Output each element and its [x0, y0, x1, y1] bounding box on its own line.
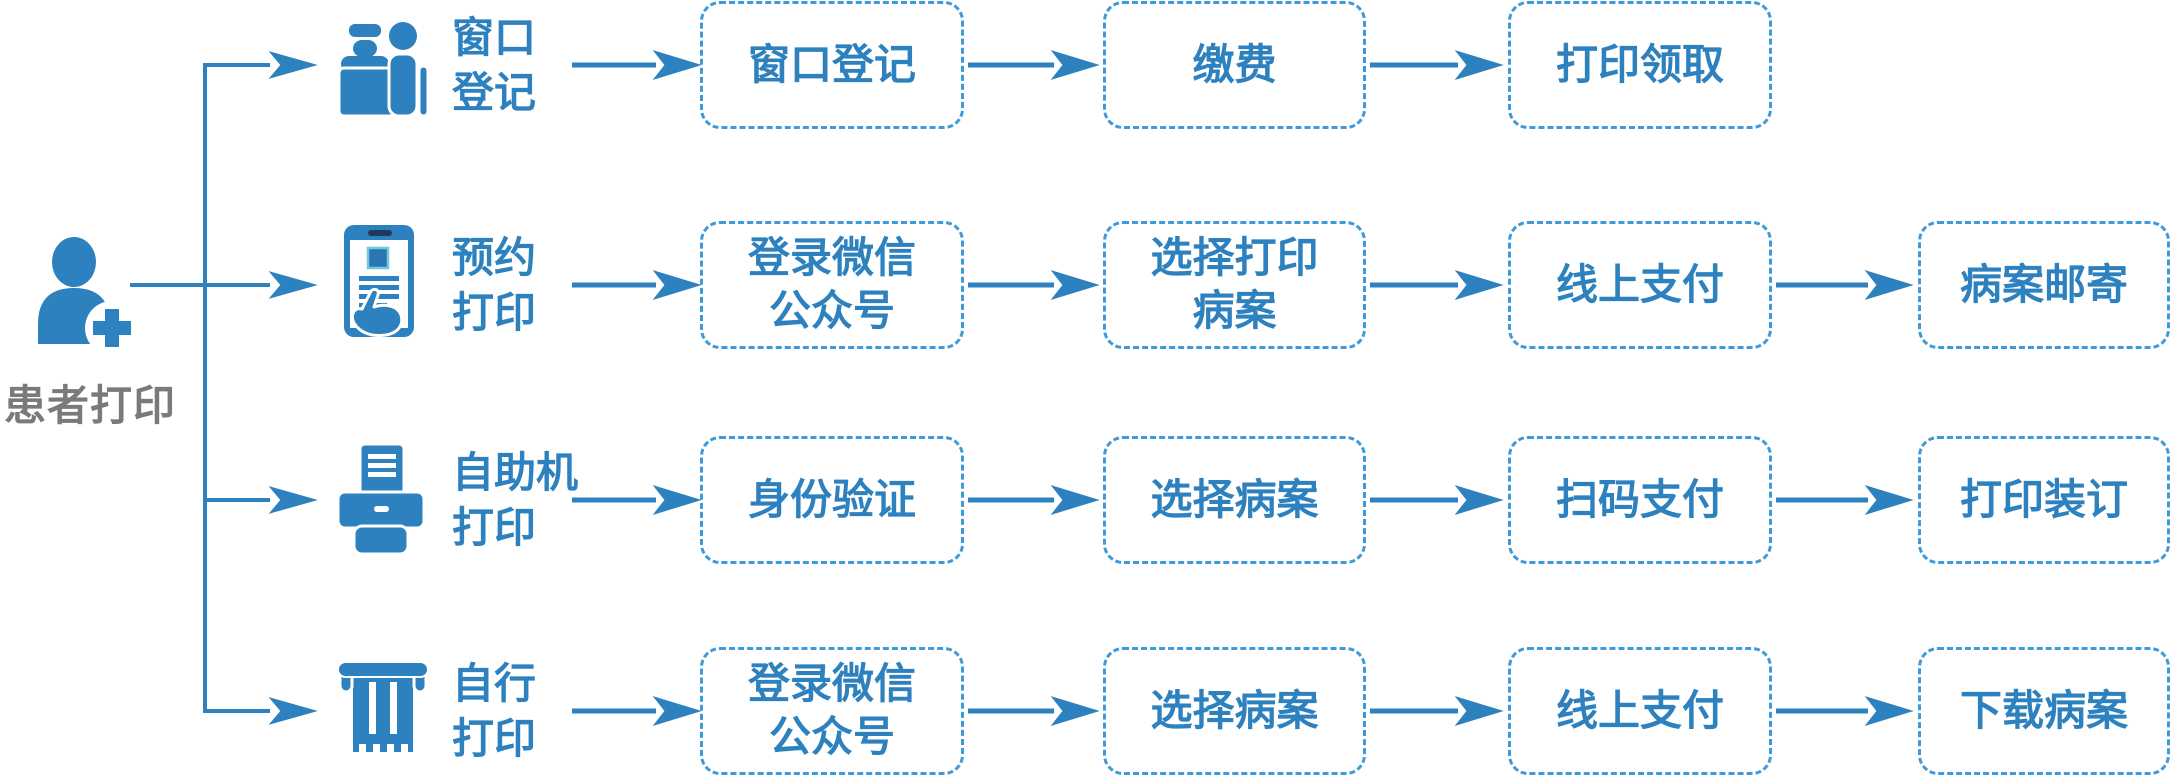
step-text: 病案邮寄: [1959, 259, 2128, 309]
step-text: 线上支付: [1555, 685, 1724, 735]
step-box-1-2: 缴费: [1103, 1, 1366, 129]
step-text: 身份验证: [747, 474, 916, 524]
step-text: 选择病案: [1150, 474, 1319, 524]
step-text: 选择打印 病案: [1150, 233, 1319, 335]
row-label-appointment: 预约 打印: [452, 233, 537, 337]
service-counter-icon: [337, 22, 428, 116]
step-text: 线上支付: [1555, 259, 1724, 309]
step-box-4-1: 登录微信 公众号: [700, 647, 964, 775]
step-box-4-2: 选择病案: [1103, 647, 1366, 775]
step-box-4-3: 线上支付: [1508, 647, 1772, 775]
step-box-2-3: 线上支付: [1508, 221, 1772, 349]
step-box-3-1: 身份验证: [700, 436, 964, 564]
step-box-3-4: 打印装订: [1918, 436, 2170, 564]
step-box-1-3: 打印领取: [1508, 1, 1772, 129]
step-text: 窗口登记: [747, 39, 916, 89]
step-box-2-4: 病案邮寄: [1918, 221, 2170, 349]
step-text: 登录微信 公众号: [747, 659, 916, 761]
receipt-printer-icon: [337, 661, 429, 753]
row-label-window: 窗口 登记: [452, 13, 537, 117]
step-box-1-1: 窗口登记: [700, 1, 964, 129]
step-text: 登录微信 公众号: [747, 233, 916, 335]
step-text: 缴费: [1192, 39, 1277, 89]
step-box-2-1: 登录微信 公众号: [700, 221, 964, 349]
step-text: 打印领取: [1555, 39, 1724, 89]
patient-add-icon: [38, 237, 134, 348]
step-text: 选择病案: [1150, 685, 1319, 735]
step-text: 扫码支付: [1555, 474, 1724, 524]
row-label-self-print: 自行 打印: [452, 659, 537, 763]
step-box-2-2: 选择打印 病案: [1103, 221, 1366, 349]
tablet-touch-icon: [344, 225, 414, 337]
step-box-3-3: 扫码支付: [1508, 436, 1772, 564]
patient-label: 患者打印: [3, 381, 176, 430]
step-text: 打印装订: [1959, 474, 2128, 524]
row-label-self-service: 自助机 打印: [452, 448, 579, 552]
step-box-3-2: 选择病案: [1103, 436, 1366, 564]
step-box-4-4: 下载病案: [1918, 647, 2170, 775]
step-text: 下载病案: [1959, 685, 2128, 735]
self-service-printer-icon: [336, 442, 426, 556]
